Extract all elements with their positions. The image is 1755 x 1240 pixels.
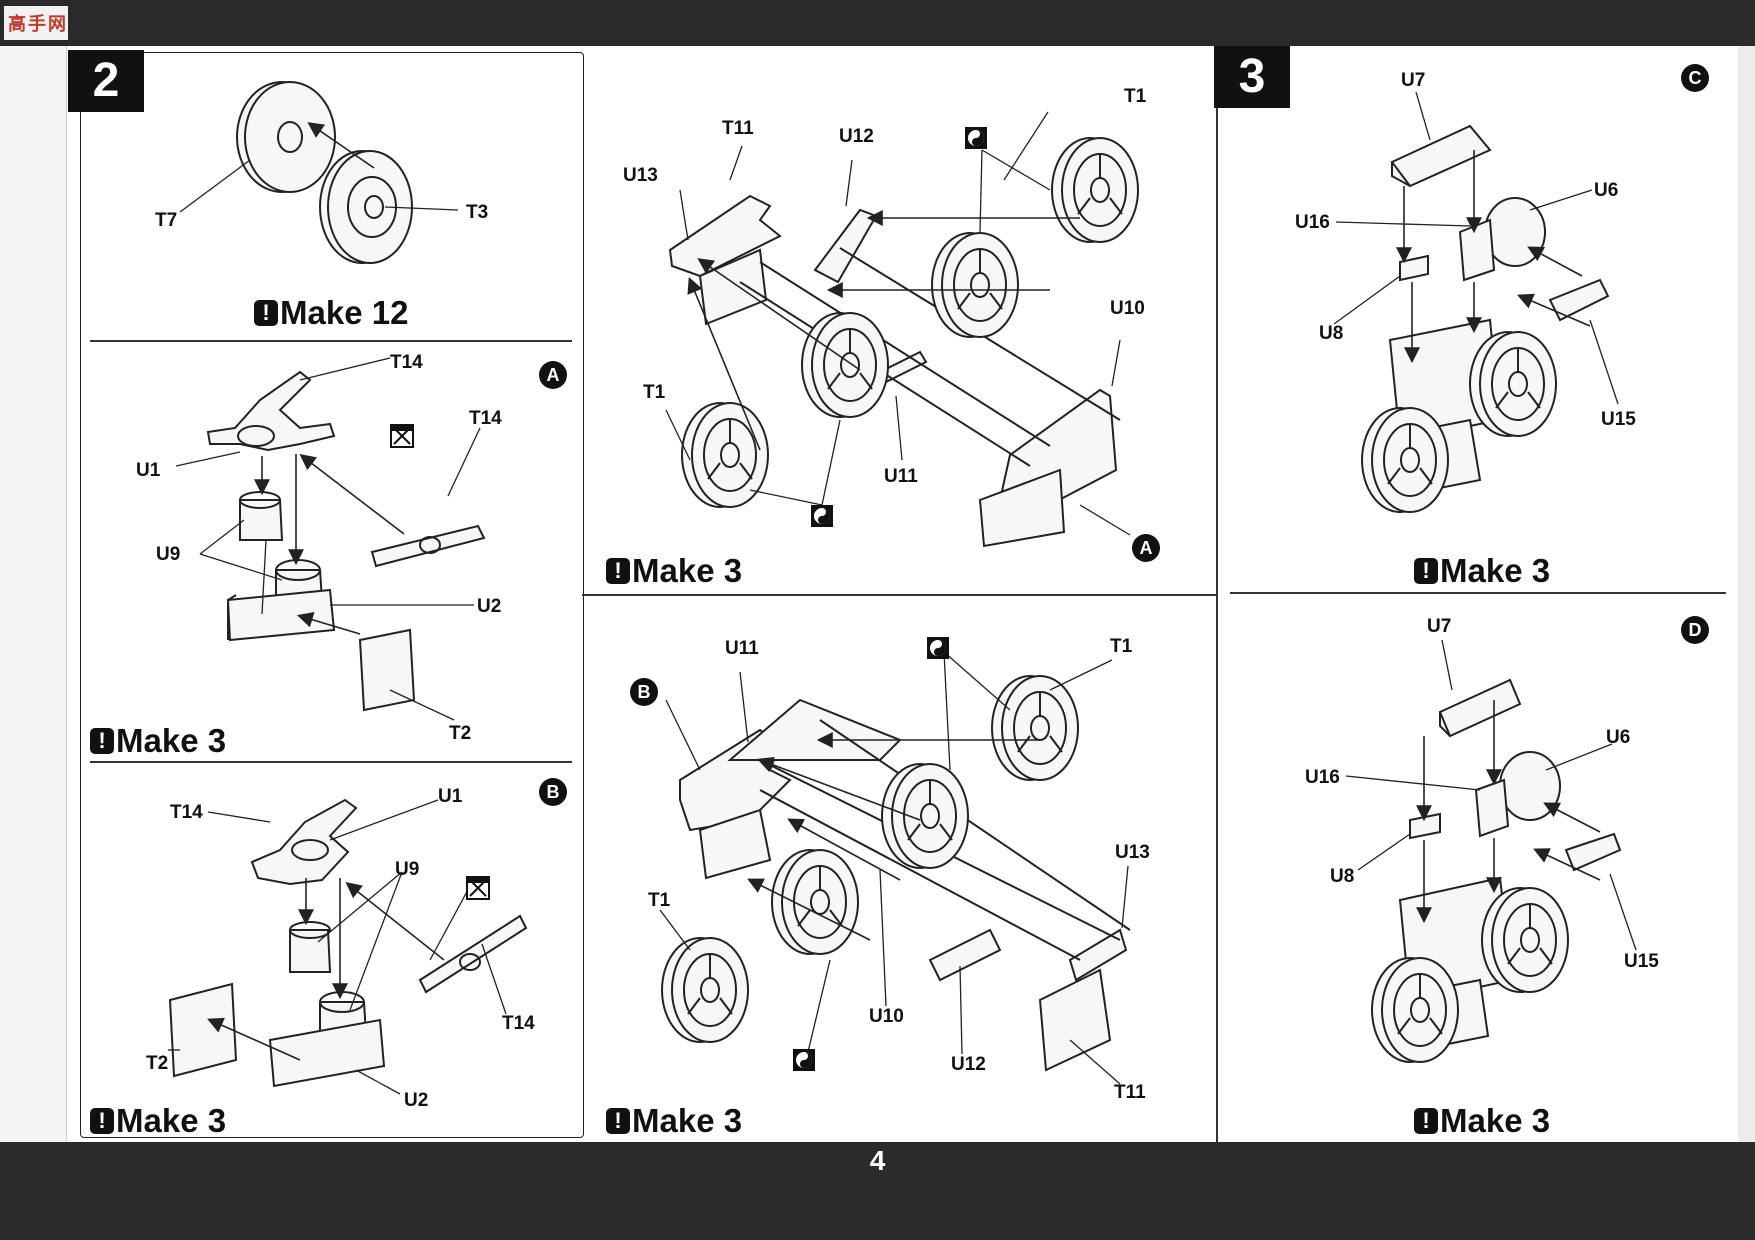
label-T14-right: T14 — [502, 1013, 535, 1034]
warning-bang-icon: ! — [1414, 558, 1438, 584]
label-T11: T11 — [1114, 1082, 1146, 1103]
label-U9: U9 — [395, 859, 420, 880]
label-U6: U6 — [1606, 727, 1631, 748]
wheel-T7-drawing — [236, 81, 336, 193]
label-U1: U1 — [136, 460, 161, 481]
right-margin-strip — [1738, 46, 1755, 1142]
label-U10: U10 — [1110, 298, 1145, 319]
label-U12: U12 — [839, 126, 874, 147]
label-T1-top: T1 — [1110, 636, 1133, 657]
label-U13: U13 — [1115, 842, 1150, 863]
marker-c: C — [1681, 64, 1709, 92]
warning-bang-icon: ! — [606, 1108, 630, 1134]
label-U16: U16 — [1295, 212, 1330, 233]
label-T7: T7 — [155, 210, 178, 231]
label-T14-right: T14 — [469, 408, 502, 429]
label-U16: U16 — [1305, 767, 1340, 788]
label-U7: U7 — [1427, 616, 1452, 637]
label-T2: T2 — [449, 723, 472, 744]
label-U1: U1 — [438, 786, 463, 807]
label-T1-bottom: T1 — [643, 382, 666, 403]
make-count-wheel: !Make 12 — [254, 294, 408, 332]
site-logo: 高手网 — [4, 6, 68, 40]
label-U11: U11 — [725, 638, 759, 659]
divider-axle — [582, 594, 1216, 596]
label-T3: T3 — [466, 202, 489, 223]
marker-a: A — [539, 361, 567, 389]
make-count-axle-top: !Make 3 — [606, 552, 742, 590]
marker-d: D — [1681, 616, 1709, 644]
make-count-b: !Make 3 — [90, 1102, 226, 1140]
divider-c-d — [1230, 592, 1726, 594]
divider-wheel-a — [90, 340, 572, 342]
label-U7: U7 — [1401, 70, 1426, 91]
wheel-T3-drawing — [319, 150, 413, 264]
marker-b: B — [539, 778, 567, 806]
axle-bottom-drawing — [679, 698, 1131, 1072]
label-U8: U8 — [1330, 866, 1355, 887]
make-count-a: !Make 3 — [90, 722, 226, 760]
label-U15: U15 — [1624, 951, 1659, 972]
panel-a-drawing — [175, 357, 486, 721]
make-count-axle-bottom: !Make 3 — [606, 1102, 742, 1140]
label-T1-top: T1 — [1124, 86, 1147, 107]
label-U10: U10 — [869, 1006, 904, 1027]
label-U12: U12 — [951, 1054, 986, 1075]
label-U13: U13 — [623, 165, 658, 186]
label-U2: U2 — [477, 596, 502, 617]
warning-bang-icon: ! — [254, 300, 278, 326]
left-margin-strip — [0, 46, 67, 1142]
panel-b-drawing — [168, 798, 528, 1095]
make-count-d: !Make 3 — [1414, 1102, 1550, 1140]
label-T14-top: T14 — [390, 352, 423, 373]
label-T14-left: T14 — [170, 802, 203, 823]
divider-middle-right — [1216, 46, 1218, 1142]
label-U6: U6 — [1594, 180, 1619, 201]
label-U9: U9 — [156, 544, 181, 565]
panel-c-drawing — [1333, 91, 1619, 492]
step-number-3: 3 — [1214, 46, 1290, 108]
step-number-2: 2 — [68, 50, 144, 112]
marker-a-axle: A — [1132, 534, 1160, 562]
label-U2: U2 — [404, 1090, 429, 1111]
label-T11: T11 — [722, 118, 754, 139]
label-U15: U15 — [1601, 409, 1636, 430]
label-T2: T2 — [146, 1053, 169, 1074]
bottom-border — [0, 1142, 1755, 1240]
top-border — [0, 0, 1755, 46]
label-U8: U8 — [1319, 323, 1344, 344]
label-U11: U11 — [884, 466, 918, 487]
label-T1-bottom: T1 — [648, 890, 671, 911]
divider-a-b — [90, 761, 572, 763]
make-count-c: !Make 3 — [1414, 552, 1550, 590]
warning-bang-icon: ! — [1414, 1108, 1438, 1134]
marker-b-axle: B — [630, 678, 658, 706]
page-number: 4 — [869, 1145, 886, 1176]
warning-bang-icon: ! — [606, 558, 630, 584]
warning-bang-icon: ! — [90, 1108, 114, 1134]
logo-text: 高手网 — [8, 14, 68, 34]
warning-bang-icon: ! — [90, 728, 114, 754]
